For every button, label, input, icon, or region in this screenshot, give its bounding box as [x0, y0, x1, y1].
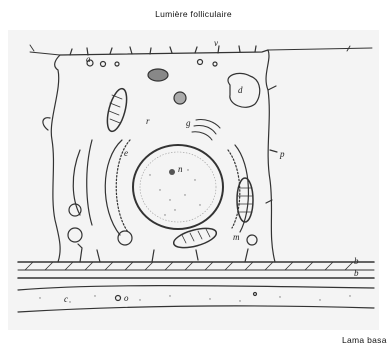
label-m: m — [233, 232, 240, 242]
label-r: r — [146, 116, 150, 126]
label-d: d — [238, 85, 243, 95]
label-c: c — [64, 294, 68, 304]
label-o: o — [124, 293, 129, 303]
label-e: e — [124, 148, 128, 158]
drawing-panel — [8, 30, 379, 330]
label-p: p — [279, 149, 285, 159]
nucleolus — [169, 169, 175, 175]
label-v: v — [214, 38, 218, 48]
label-a: a — [86, 54, 91, 64]
caption-follicular-lumen: Lumière folliculaire — [0, 9, 387, 19]
label-b-1: b — [354, 256, 359, 266]
label-b-2: b — [354, 268, 359, 278]
caption-basal-lamina: Lama basale — [342, 335, 387, 345]
label-n: n — [178, 164, 183, 174]
vesicle-dense — [174, 92, 186, 104]
secretory-granule — [148, 69, 168, 81]
label-g: g — [186, 118, 191, 128]
